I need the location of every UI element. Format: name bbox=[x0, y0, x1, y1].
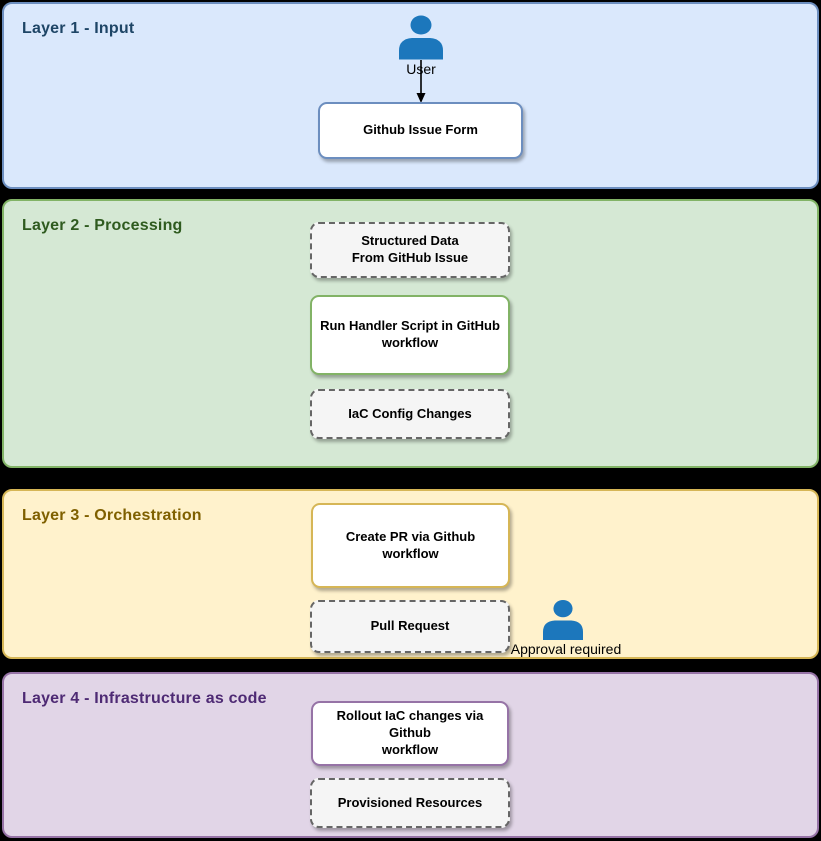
user-label: User bbox=[406, 61, 436, 77]
node-provisioned-resources-label: Provisioned Resources bbox=[337, 794, 483, 810]
node-rollout-iac-changes-label: Rollout IaC changes via Github workflow bbox=[336, 708, 484, 757]
node-github-issue-form-label: Github Issue Form bbox=[363, 122, 478, 138]
user-to-form-arrow bbox=[416, 60, 426, 103]
node-structured-data: Structured Data From GitHub Issue bbox=[310, 222, 510, 278]
node-pull-request: Pull Request bbox=[310, 600, 510, 653]
user-icon bbox=[399, 15, 443, 60]
node-create-pr: Create PR via Github workflow bbox=[311, 503, 510, 588]
layer-2-title: Layer 2 - Processing bbox=[22, 217, 183, 234]
node-iac-config-changes-label: IaC Config Changes bbox=[348, 405, 472, 421]
node-rollout-iac-changes: Rollout IaC changes via Github workflow bbox=[311, 701, 509, 766]
approval-required-label: Approval required bbox=[510, 641, 622, 657]
layer-1-title: Layer 1 - Input bbox=[22, 20, 135, 37]
node-provisioned-resources: Provisioned Resources bbox=[310, 778, 510, 828]
node-run-handler-script: Run Handler Script in GitHub workflow bbox=[310, 295, 510, 375]
node-github-issue-form: Github Issue Form bbox=[318, 102, 523, 159]
node-create-pr-label: Create PR via Github workflow bbox=[345, 528, 476, 561]
node-iac-config-changes: IaC Config Changes bbox=[310, 389, 510, 439]
layer-3-title: Layer 3 - Orchestration bbox=[22, 507, 202, 524]
node-run-handler-script-label: Run Handler Script in GitHub workflow bbox=[320, 318, 500, 350]
layer-4-title: Layer 4 - Infrastructure as code bbox=[22, 690, 267, 707]
node-structured-data-label: Structured Data From GitHub Issue bbox=[351, 233, 469, 265]
node-pull-request-label: Pull Request bbox=[370, 618, 450, 634]
approver-user-icon bbox=[543, 600, 583, 640]
